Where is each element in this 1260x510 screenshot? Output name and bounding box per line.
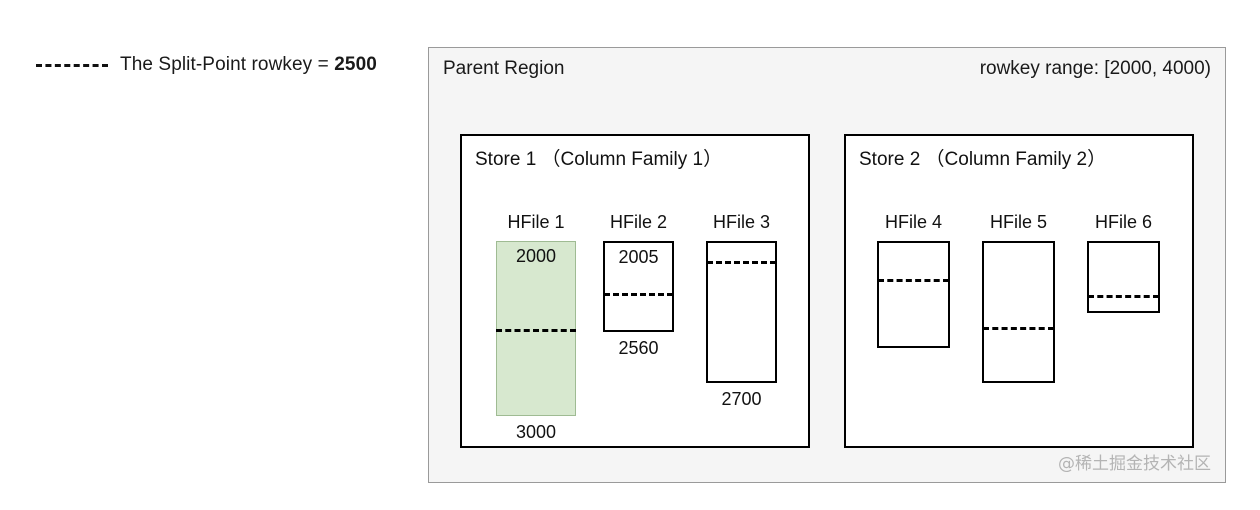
hfile-box (877, 241, 950, 348)
hfile-column: HFile 3 2700 (706, 212, 777, 409)
legend: The Split-Point rowkey = 2500 (36, 54, 377, 76)
hfile-label: HFile 1 (507, 212, 565, 232)
hfile-box (1087, 241, 1160, 313)
hfile-label: HFile 3 (712, 212, 771, 232)
hfile-box-highlighted: 2000 (496, 241, 576, 416)
hfile-start-rowkey: 2000 (515, 246, 557, 266)
split-point-line (496, 328, 576, 332)
hfile-column: HFile 1 2000 3000 (496, 212, 576, 442)
split-point-line (878, 279, 949, 283)
split-point-line (1088, 294, 1159, 298)
hfile-label: HFile 2 (609, 212, 668, 232)
parent-region-title: Parent Region (443, 58, 565, 79)
hfile-end-rowkey: 2560 (618, 338, 659, 358)
store-box-2: Store 2 （Column Family 2） HFile 4 HFile 5… (844, 134, 1194, 448)
legend-text-prefix: The Split-Point rowkey = (120, 54, 335, 75)
hfile-column: HFile 5 (982, 212, 1055, 383)
hfile-group-store-1: HFile 1 2000 3000 HFile 2 2005 2560 HFile 3 270… (462, 136, 808, 446)
legend-label: The Split-Point rowkey = 2500 (120, 54, 377, 76)
store-box-1: Store 1 （Column Family 1） HFile 1 2000 300… (460, 134, 810, 448)
hfile-column: HFile 6 (1087, 212, 1160, 313)
hfile-column: HFile 4 (877, 212, 950, 348)
watermark: @稀土掘金技术社区 (1058, 454, 1211, 474)
split-point-line (983, 327, 1054, 331)
store-title-1: Store 1 （Column Family 1） (475, 149, 723, 170)
dashed-line-icon (36, 63, 108, 67)
hfile-end-rowkey: 3000 (515, 422, 557, 442)
hfile-box (706, 241, 777, 383)
hfile-label: HFile 4 (884, 212, 943, 232)
hfile-label: HFile 6 (1094, 212, 1153, 232)
split-point-line (707, 260, 776, 264)
hfile-start-rowkey: 2005 (618, 247, 659, 267)
legend-split-point-value: 2500 (334, 54, 377, 75)
hfile-column: HFile 2 2005 2560 (603, 212, 674, 358)
hfile-label: HFile 5 (989, 212, 1048, 232)
parent-region-panel: Parent Region rowkey range: [2000, 4000)… (428, 47, 1226, 483)
parent-region-rowkey-range: rowkey range: [2000, 4000) (979, 58, 1211, 79)
hfile-box: 2005 (603, 241, 674, 332)
split-point-line (604, 293, 673, 297)
hfile-end-rowkey: 2700 (721, 389, 762, 409)
hfile-box (982, 241, 1055, 383)
store-title-2: Store 2 （Column Family 2） (859, 149, 1107, 170)
hfile-group-store-2: HFile 4 HFile 5 HFile 6 (846, 136, 1192, 446)
